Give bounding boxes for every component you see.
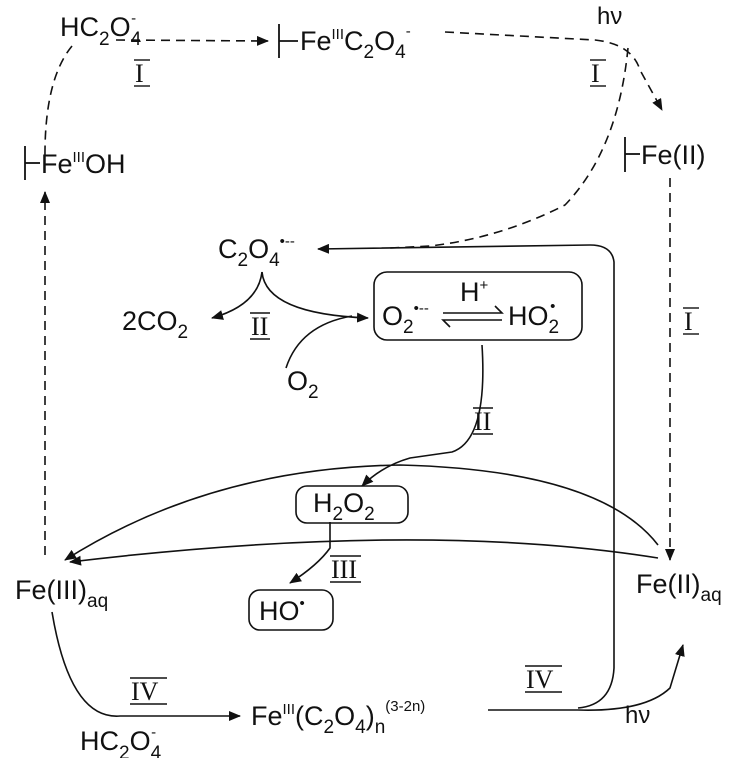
oxalate-radical: C2O4•-- (218, 233, 295, 271)
dash-fe2-to-oxalate-radical (389, 47, 629, 249)
dash-hc2o4-down-to-feoh (44, 45, 73, 161)
arrow-h2o2-to-ho (289, 522, 331, 584)
arrow-oxalate-to-superoxide (261, 271, 369, 323)
hc2o4-bottom: HC2O4- (80, 724, 162, 758)
dash-surface-to-fe2 (444, 31, 663, 111)
pathway-II-oxalate: II (251, 312, 268, 341)
o2: O2 (287, 366, 319, 403)
equilibrium-back (441, 319, 502, 328)
pathway-I-top-left: I (135, 59, 144, 88)
equilibrium-forward (443, 305, 504, 314)
arrow-fe2aq-to-fe3aq-lower (69, 539, 659, 566)
fe3-oh-surface: FeIIIOH (41, 149, 126, 179)
arrow-photolysis-to-fe2aq (577, 644, 685, 711)
pathway-IV-left: IV (131, 677, 159, 706)
superoxide: O2•-- (382, 300, 429, 338)
fe2-surface: Fe(II) (641, 140, 706, 170)
hv-bottom-label: hν (625, 702, 650, 729)
pathway-II-superoxide: II (474, 407, 491, 436)
box-hydroxyl (248, 589, 334, 631)
curve-o2-consumed (285, 315, 353, 369)
pathway-I-top-right: I (591, 59, 600, 88)
fe3-oxalate-complex: FeIII(C2O4)n(3-2n) (251, 698, 425, 738)
pathway-III: III (331, 555, 357, 584)
fe3-aq: Fe(III)aq (15, 575, 108, 612)
arrow-complex-loop-to-oxalate-radical (317, 243, 615, 709)
two-co2: 2CO2 (122, 306, 188, 343)
hydroxyl-radical: HO• (259, 595, 305, 626)
proton: H+ (460, 277, 489, 307)
dash-hc2o4-to-surface (115, 35, 269, 46)
hv-top-label: hν (597, 3, 622, 30)
arrow-feiii-aq-to-complex (51, 611, 241, 721)
hc2o4-top: HC2O4- (60, 10, 142, 50)
fe3-c2o4-surface: FeIIIC2O4- (300, 23, 411, 63)
box-superoxide-hydroperoxyl (373, 271, 583, 341)
pathway-IV-right: IV (526, 665, 554, 694)
fe2-aq: Fe(II)aq (636, 569, 722, 606)
pathway-I-right: I (684, 307, 693, 336)
hydroperoxyl: HO2• (508, 298, 559, 338)
box-h2o2 (295, 485, 409, 524)
arrow-superoxide-to-h2o2 (361, 344, 484, 487)
arrow-fe2aq-to-fe3aq-upper (64, 464, 659, 561)
h2o2: H2O2 (313, 488, 375, 525)
arrow-to-2co2 (211, 271, 263, 320)
